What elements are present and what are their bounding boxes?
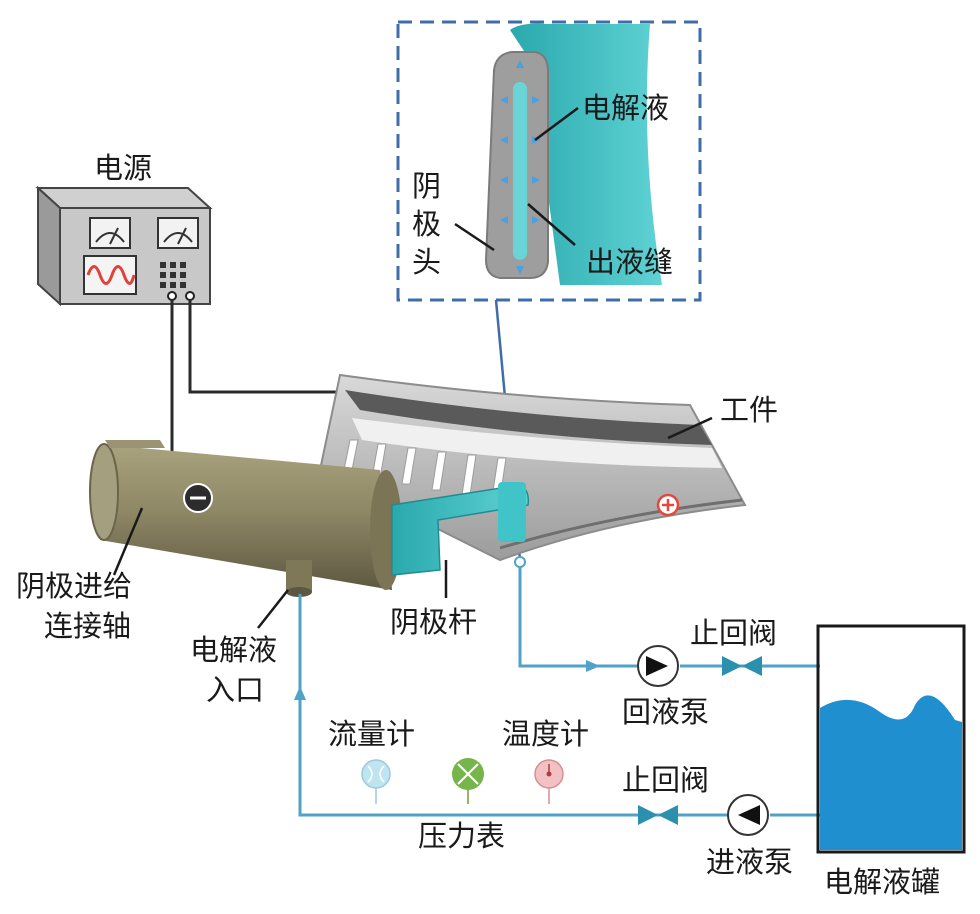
label-cathode-head-1: 阴 [412,169,441,203]
label-cathode-head-3: 头 [412,245,441,279]
pump-icon [637,645,679,687]
power-supply-icon [35,185,213,307]
electrolyte-tank [816,624,966,854]
label-cathode-rod: 阴极杆 [390,605,477,639]
label-return-pump: 回液泵 [622,695,709,729]
wire-anode [188,300,392,394]
label-check-valve-top: 止回阀 [690,616,777,650]
inset-flow-arrows [500,60,540,274]
gauge-icon [361,759,391,804]
label-feed-shaft-1: 阴极进给 [16,569,132,603]
label-electrolyte-tank: 电解液罐 [824,865,940,899]
meter-left-icon [89,217,131,249]
label-power-supply: 电源 [94,151,152,185]
gauge-icon [452,758,484,804]
label-inlet-2: 入口 [206,673,264,707]
label-feed-shaft-2: 连接轴 [44,609,131,643]
meter-right-icon [157,217,199,249]
label-flow-meter: 流量计 [328,717,415,751]
gauge-icon [534,759,564,804]
keypad [160,262,186,288]
label-pressure-gauge: 压力表 [418,819,505,853]
label-workpiece: 工件 [720,393,778,427]
label-cathode-head-2: 极 [412,207,441,241]
check-valve-icon [638,805,678,825]
label-outlet-slit: 出液缝 [586,245,673,279]
pump-icon [727,794,769,836]
label-electrolyte-callout: 电解液 [582,91,669,125]
waveform-icon [83,255,137,295]
inset-outlet-slit [513,82,527,260]
cathode-rod [391,482,530,576]
label-feed-pump: 进液泵 [706,845,793,879]
label-thermometer: 温度计 [502,717,589,751]
label-inlet-1: 电解液 [190,633,277,667]
label-check-valve-bottom: 止回阀 [622,763,709,797]
check-valve-icon [722,656,762,676]
zoom-inset: 电解液 出液缝 阴 极 头 [396,20,702,302]
workpiece-slots [343,439,507,499]
